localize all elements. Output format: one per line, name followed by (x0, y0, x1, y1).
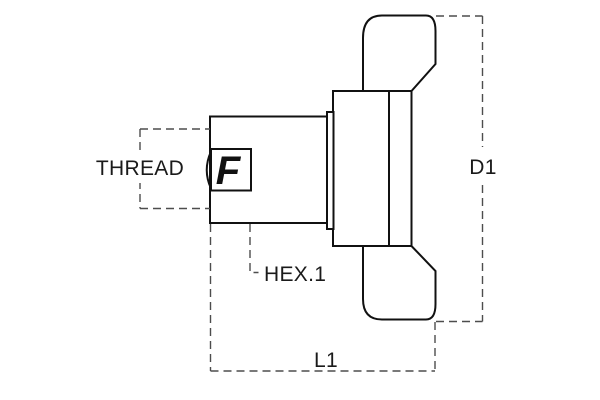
thread-label-mask (101, 151, 179, 183)
logo-wrap-curve (205, 151, 212, 189)
l1-label: L1 (314, 349, 338, 372)
thread-label: THREAD (96, 157, 184, 180)
bottom-wing-shape (362, 245, 437, 321)
d1-dimension: D1 (436, 15, 500, 323)
d1-label-mask (466, 147, 500, 181)
hex-label: HEX.1 (264, 263, 326, 286)
hex-dimension: HEX.1 (249, 224, 326, 286)
hex-leader-line (249, 224, 259, 274)
hub-body (332, 90, 413, 247)
brand-logo: F (205, 148, 252, 193)
d1-label: D1 (469, 156, 496, 179)
top-wing-shape (362, 14, 437, 92)
logo-letter-f-icon: F (216, 149, 242, 193)
logo-box (210, 148, 252, 192)
thread-dimension: THREAD (96, 128, 210, 210)
l1-dimension: L1 (209, 224, 436, 372)
